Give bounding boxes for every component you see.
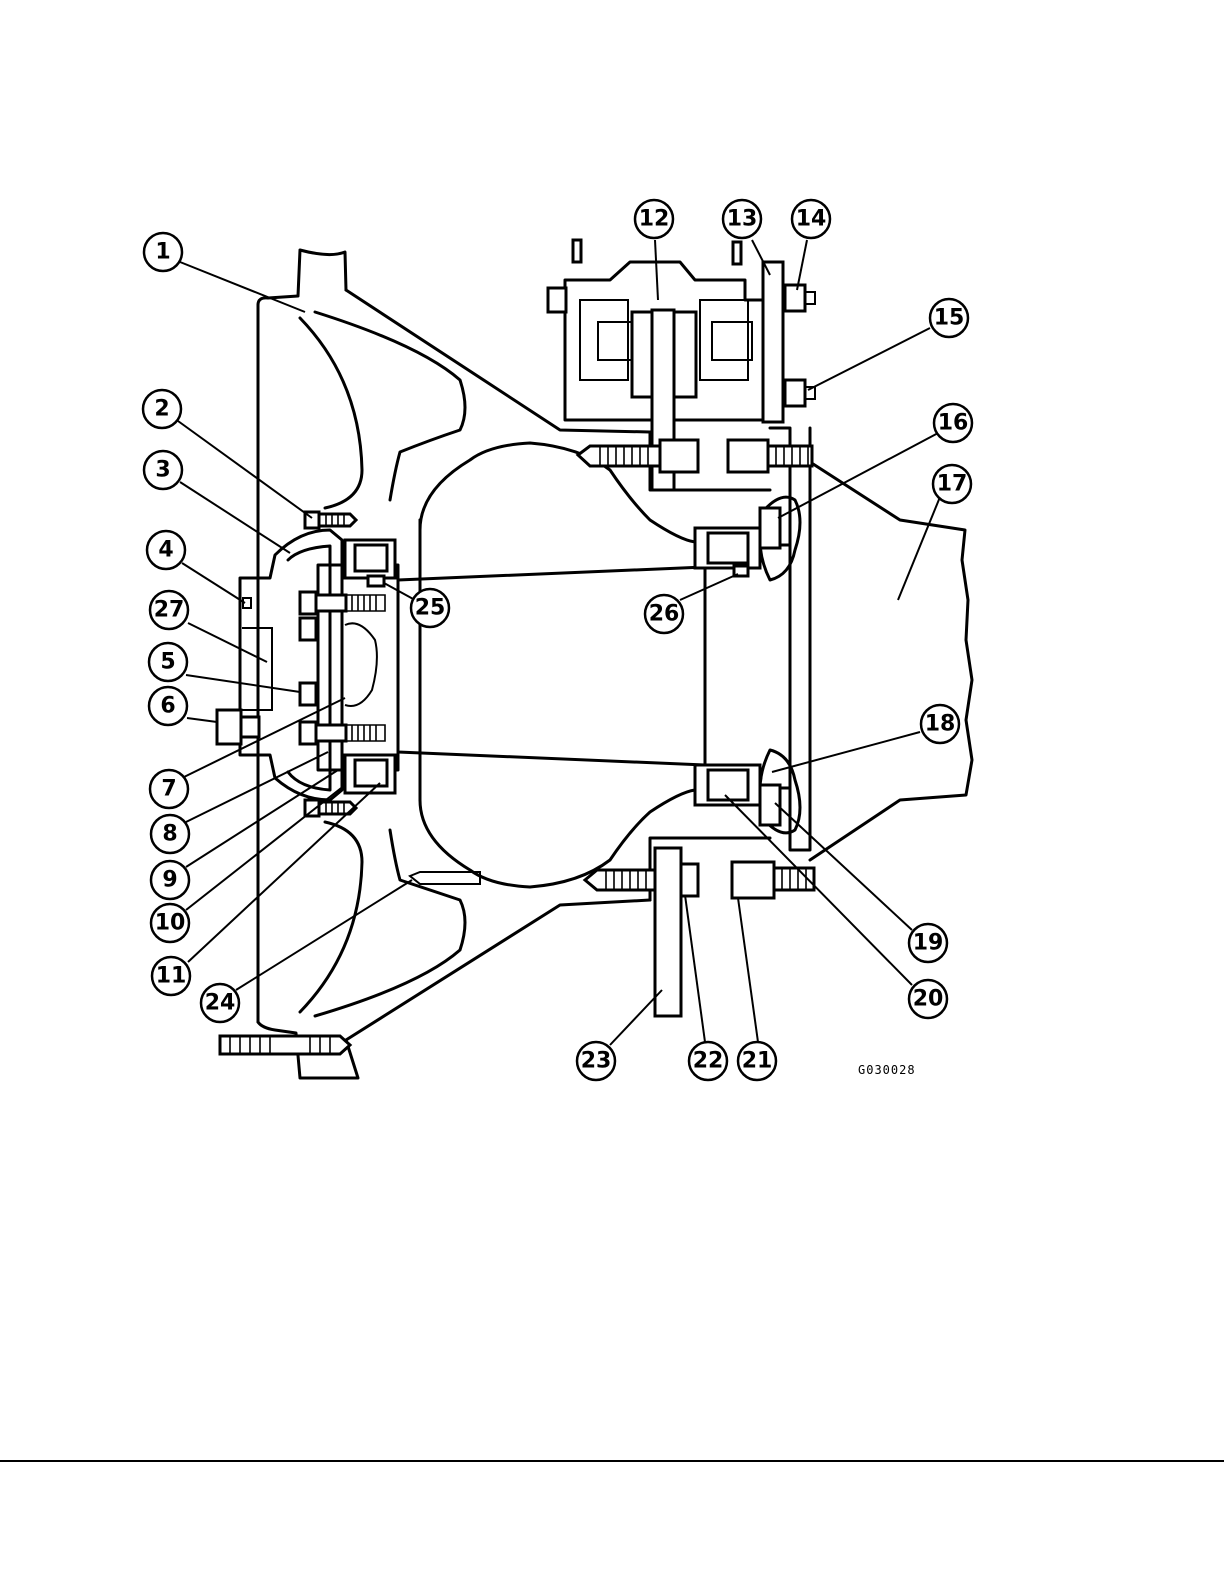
callout-19: 19	[909, 924, 947, 962]
svg-text:1: 1	[155, 240, 170, 265]
callout-22: 22	[689, 1042, 727, 1080]
svg-text:17: 17	[937, 472, 968, 497]
lower-bolts	[585, 848, 814, 1016]
svg-text:27: 27	[154, 598, 185, 623]
callout-4: 4	[147, 531, 185, 569]
callout-1: 1	[144, 233, 182, 271]
svg-text:26: 26	[649, 602, 680, 627]
svg-text:21: 21	[742, 1049, 773, 1074]
callouts: 1 2 3 4 27 5 6 7 8 9 10 11 24 12 13 14 1…	[143, 200, 972, 1080]
svg-text:6: 6	[160, 694, 175, 719]
svg-text:23: 23	[581, 1049, 612, 1074]
svg-text:3: 3	[155, 458, 170, 483]
svg-text:15: 15	[934, 306, 965, 331]
hub-cap	[240, 530, 342, 800]
callout-10: 10	[151, 904, 189, 942]
inner-bearings	[695, 497, 800, 833]
svg-text:18: 18	[925, 712, 956, 737]
callout-5: 5	[149, 643, 187, 681]
svg-text:24: 24	[205, 991, 236, 1016]
svg-text:4: 4	[158, 538, 173, 563]
callout-18: 18	[921, 705, 959, 743]
svg-text:13: 13	[727, 207, 758, 232]
spindle	[398, 462, 972, 860]
callout-24: 24	[201, 984, 239, 1022]
callout-25: 25	[411, 589, 449, 627]
callout-3: 3	[144, 451, 182, 489]
callout-20: 20	[909, 980, 947, 1018]
callout-9: 9	[151, 861, 189, 899]
svg-text:20: 20	[913, 987, 944, 1012]
callout-2: 2	[143, 390, 181, 428]
callout-26: 26	[645, 595, 683, 633]
callout-21: 21	[738, 1042, 776, 1080]
svg-text:10: 10	[155, 911, 186, 936]
callout-8: 8	[151, 815, 189, 853]
leader-lines	[178, 240, 940, 1045]
figure-id-label: G030028	[858, 1063, 916, 1077]
svg-text:25: 25	[415, 596, 446, 621]
svg-text:2: 2	[154, 397, 169, 422]
callout-15: 15	[930, 299, 968, 337]
callout-17: 17	[933, 465, 971, 503]
callout-11: 11	[152, 957, 190, 995]
svg-text:11: 11	[156, 964, 187, 989]
callout-13: 13	[723, 200, 761, 238]
callout-16: 16	[934, 404, 972, 442]
svg-text:12: 12	[639, 207, 670, 232]
svg-text:19: 19	[913, 931, 944, 956]
callout-7: 7	[150, 770, 188, 808]
svg-text:8: 8	[162, 822, 177, 847]
footer-rule	[0, 1460, 1224, 1462]
svg-text:14: 14	[796, 207, 827, 232]
upper-bolts	[578, 440, 812, 472]
svg-text:5: 5	[160, 650, 175, 675]
callout-6: 6	[149, 687, 187, 725]
callout-12: 12	[635, 200, 673, 238]
callout-14: 14	[792, 200, 830, 238]
svg-text:16: 16	[938, 411, 969, 436]
svg-text:7: 7	[161, 777, 176, 802]
svg-text:9: 9	[162, 868, 177, 893]
svg-text:22: 22	[693, 1049, 724, 1074]
retainer-plate	[300, 565, 398, 770]
callout-23: 23	[577, 1042, 615, 1080]
callout-27: 27	[150, 591, 188, 629]
